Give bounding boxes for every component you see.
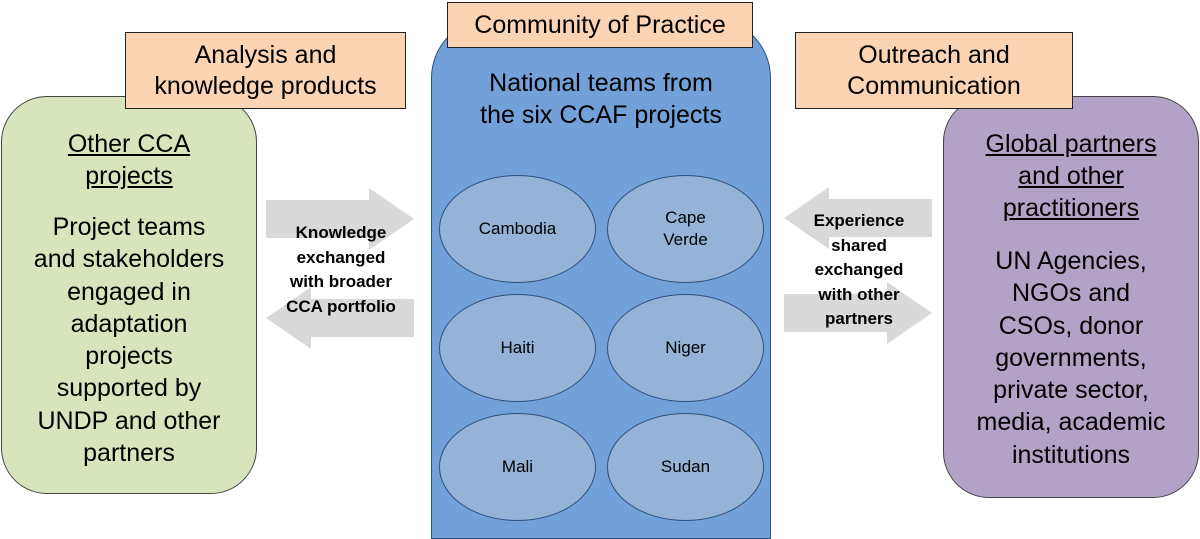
header-line: Communication	[847, 71, 1021, 100]
arrow-text-line: exchanged	[814, 260, 904, 279]
country-oval-cape-verde: Cape Verde	[607, 175, 764, 283]
country-label: Niger	[665, 338, 706, 357]
knowledge-exchanged-text: Knowledge exchanged with broader CCA por…	[266, 221, 416, 319]
country-label: Haiti	[500, 338, 535, 357]
body-line: UN Agencies,	[995, 247, 1147, 275]
body-line: NGOs and	[1011, 279, 1131, 308]
body-line: governments,	[995, 343, 1147, 372]
community-of-practice-panel: National teams from the six CCAF project…	[431, 18, 771, 539]
arrow-right-right-side	[784, 282, 932, 344]
country-label: Cambodia	[478, 219, 557, 238]
arrow-text-line: with broader	[289, 272, 392, 291]
body-line: and stakeholders	[33, 245, 225, 274]
country-oval-sudan: Sudan	[607, 413, 764, 521]
title-line: projects	[85, 162, 173, 190]
body-line: private sector,	[993, 376, 1149, 405]
arrow-text-line: CCA portfolio	[286, 296, 396, 316]
arrow-text-line: partners	[824, 309, 894, 328]
body-line: partners	[83, 439, 175, 468]
arrow-left-left-side	[266, 287, 414, 349]
arrow-left-right-side	[784, 187, 932, 249]
center-subtitle: National teams from the six CCAF project…	[432, 67, 770, 131]
country-oval-niger: Niger	[607, 294, 764, 402]
header-line: Analysis and	[194, 40, 337, 69]
center-title: Community of Practice	[474, 10, 726, 39]
arrow-right-left-side	[266, 188, 414, 250]
other-cca-projects-body: Project teams and stakeholders engaged i…	[2, 211, 256, 469]
arrow-text-line: Experience	[813, 211, 905, 230]
body-line: engaged in	[67, 277, 191, 306]
experience-shared-text: Experience shared exchanged with other p…	[784, 209, 934, 332]
outreach-communication-label: Outreach and Communication	[795, 32, 1073, 109]
subtitle-line: National teams from	[489, 69, 713, 97]
country-label: Sudan	[660, 457, 711, 476]
other-cca-projects-panel: Other CCA projects Project teams and sta…	[1, 96, 257, 494]
global-partners-title: Global partners and other practitioners	[944, 128, 1198, 224]
body-line: media, academic	[976, 408, 1166, 437]
body-line: adaptation	[70, 309, 188, 338]
body-line: institutions	[1011, 440, 1131, 469]
other-cca-projects-title: Other CCA projects	[2, 128, 256, 192]
body-line: projects	[85, 342, 173, 371]
header-line: Outreach and	[858, 40, 1010, 69]
body-line: CSOs, donor	[998, 311, 1144, 340]
arrow-text-line: Knowledge	[295, 223, 387, 242]
country-oval-cambodia: Cambodia	[439, 175, 596, 283]
title-line: practitioners	[1002, 194, 1140, 222]
community-of-practice-label: Community of Practice	[447, 2, 753, 48]
arrow-text-line: with other	[818, 284, 900, 304]
country-label: Mali	[501, 457, 534, 476]
arrow-text-line: shared	[831, 235, 887, 255]
global-partners-panel: Global partners and other practitioners …	[943, 96, 1199, 498]
body-line: UNDP and other	[37, 406, 221, 435]
country-oval-mali: Mali	[439, 413, 596, 521]
title-line: and other	[1018, 162, 1124, 190]
arrow-text-line: exchanged	[296, 247, 386, 267]
header-line: knowledge products	[154, 71, 377, 100]
body-line: supported by	[56, 374, 202, 403]
subtitle-line: the six CCAF projects	[480, 101, 722, 129]
global-partners-body: UN Agencies, NGOs and CSOs, donor govern…	[944, 245, 1198, 471]
analysis-knowledge-products-label: Analysis and knowledge products	[125, 32, 406, 109]
title-line: Other CCA	[67, 130, 191, 158]
country-label: Cape	[665, 208, 706, 227]
body-line: Project teams	[52, 213, 206, 241]
country-oval-haiti: Haiti	[439, 294, 596, 402]
title-line: Global partners	[985, 130, 1157, 158]
country-label: Verde	[663, 230, 708, 249]
